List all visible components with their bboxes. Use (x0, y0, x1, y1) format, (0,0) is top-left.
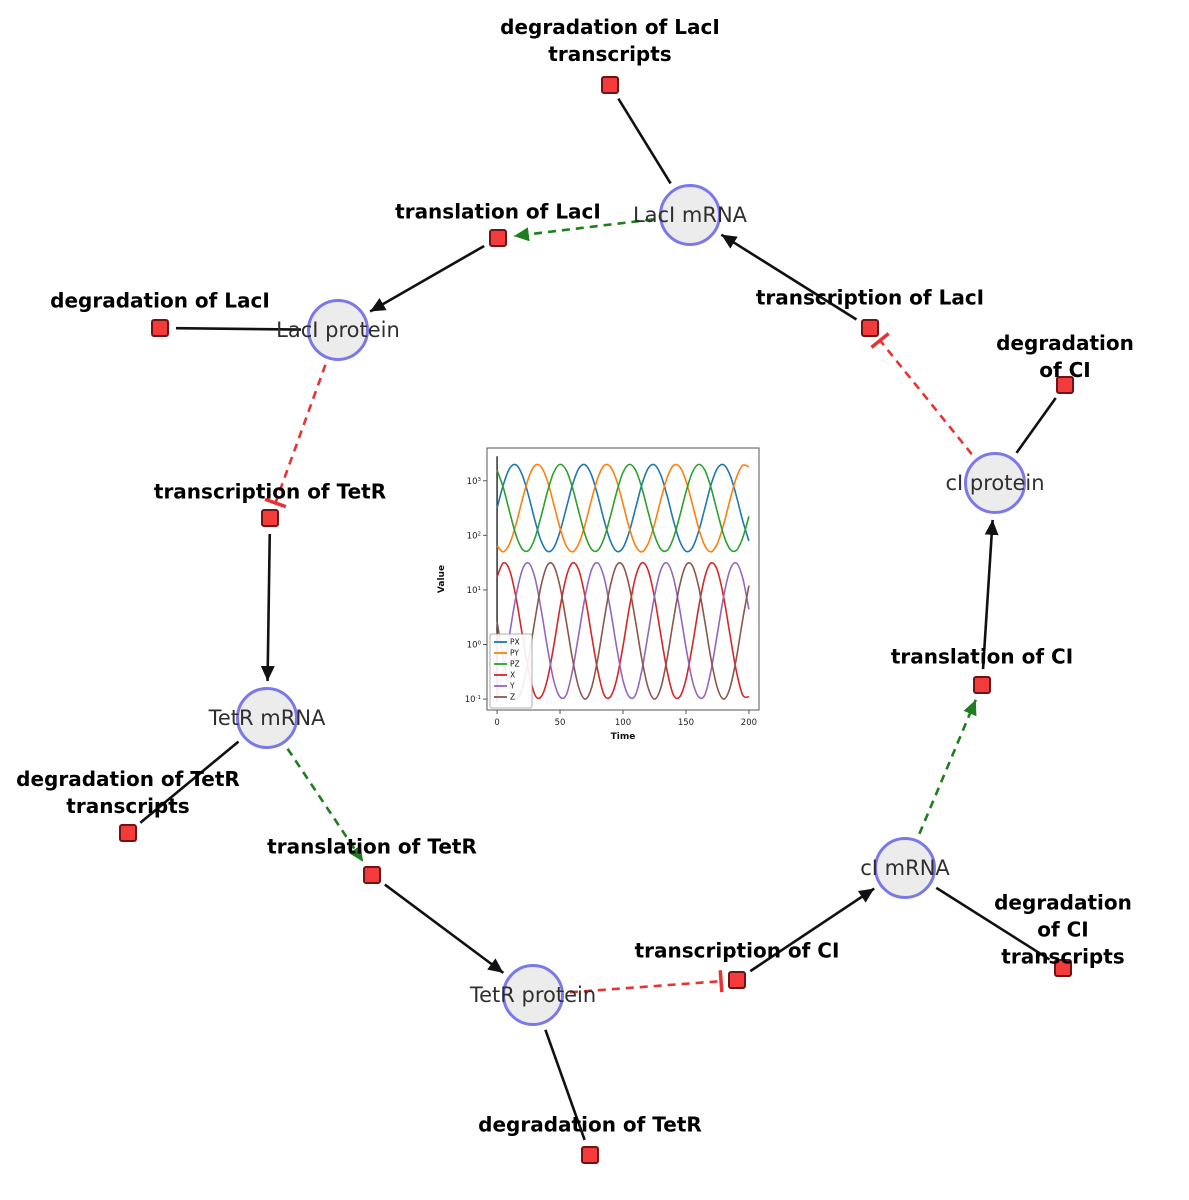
species-node-ci-mrna[interactable] (874, 837, 936, 899)
reaction-node-transcription-of-laci[interactable] (861, 319, 879, 337)
legend-entry-X: X (494, 671, 515, 680)
species-node-ci-protein[interactable] (964, 452, 1026, 514)
edge-transcription-of-tetr--tetr-mrna (260, 533, 275, 682)
x-axis-label: Time (611, 732, 636, 742)
reaction-node-translation-of-ci[interactable] (973, 676, 991, 694)
reaction-label-translation-of-laci: translation of LacI (395, 199, 601, 224)
y-tick-label: 102 (467, 531, 481, 541)
edge-tetr-mrna--degradation-of-tetr-transcripts (139, 740, 240, 824)
reaction-node-translation-of-laci[interactable] (489, 229, 507, 247)
edge-laci-protein--degradation-of-laci (175, 326, 302, 331)
y-tick-label: 10-1 (465, 695, 481, 705)
reaction-node-degradation-of-laci[interactable] (151, 319, 169, 337)
edge-translation-of-laci--laci-protein (369, 244, 485, 313)
y-tick-label: 103 (467, 477, 482, 487)
series-line-PX (496, 463, 750, 553)
reaction-node-transcription-of-tetr[interactable] (261, 509, 279, 527)
species-label-ci-mrna: cI mRNA (860, 856, 950, 880)
reaction-label-degradation-of-tetr-transcripts: degradation of TetR transcripts (16, 767, 240, 818)
inhibition-bar-laci-protein--transcription-of-tetr (264, 497, 287, 509)
edge-tetr-protein--degradation-of-tetr (544, 1029, 586, 1141)
svg-text:PY: PY (510, 649, 519, 658)
legend-entry-Z: Z (494, 693, 515, 702)
edge-transcription-of-ci--ci-mrna (749, 887, 875, 973)
edge-translation-of-tetr--tetr-protein (384, 883, 505, 974)
edge-transcription-of-laci--laci-mrna (720, 233, 858, 321)
series-line-PY (496, 463, 750, 553)
reaction-node-degradation-of-ci-transcripts[interactable] (1054, 959, 1072, 977)
edge-tetr-protein--transcription-of-ci (569, 979, 722, 994)
legend-entry-PX: PX (494, 638, 520, 647)
species-label-laci-mrna: LacI mRNA (632, 203, 748, 227)
y-axis-label: Value (437, 565, 447, 593)
x-tick-label: 150 (678, 718, 694, 728)
reaction-node-translation-of-tetr[interactable] (363, 866, 381, 884)
svg-text:X: X (510, 671, 515, 680)
svg-text:PZ: PZ (510, 660, 520, 669)
species-node-tetr-protein[interactable] (502, 964, 564, 1026)
x-tick-label: 200 (741, 718, 757, 728)
edge-laci-protein--transcription-of-tetr (274, 364, 327, 504)
inhibition-bar-tetr-protein--transcription-of-ci (718, 970, 724, 993)
species-label-laci-protein: LacI protein (276, 318, 400, 342)
svg-text:PX: PX (510, 638, 520, 647)
species-node-tetr-mrna[interactable] (236, 687, 298, 749)
species-label-ci-protein: cI protein (945, 471, 1045, 495)
reaction-label-degradation-of-ci-transcripts: degradation of CI transcripts (994, 890, 1132, 969)
reaction-label-transcription-of-laci: transcription of LacI (755, 285, 985, 310)
svg-text:Z: Z (510, 693, 515, 702)
reaction-label-degradation-of-laci-transcripts: degradation of LacI transcripts (500, 15, 720, 66)
svg-text:Y: Y (509, 682, 515, 691)
reaction-label-translation-of-tetr: translation of TetR (267, 834, 477, 859)
species-label-tetr-protein: TetR protein (469, 983, 597, 1007)
edge-ci-mrna--translation-of-ci (918, 699, 977, 835)
y-tick-label: 101 (467, 586, 481, 596)
legend-entry-PZ: PZ (494, 660, 520, 669)
x-tick-label: 100 (615, 718, 631, 728)
reaction-label-degradation-of-ci: degradation of CI (996, 331, 1134, 382)
edge-ci-protein--transcription-of-laci (879, 339, 973, 456)
series-line-Y (496, 561, 750, 700)
legend-entry-Y: Y (494, 682, 515, 691)
reaction-label-transcription-of-ci: transcription of CI (634, 938, 840, 963)
species-node-laci-mrna[interactable] (659, 184, 721, 246)
chart-legend: PX PY PZ XYZ (489, 633, 533, 709)
y-tick-label: 100 (467, 641, 482, 651)
x-tick-label: 0 (494, 718, 499, 728)
legend-entry-PY: PY (494, 649, 519, 658)
edge-tetr-mrna--translation-of-tetr (286, 748, 365, 863)
x-tick-label: 50 (555, 718, 566, 728)
reaction-node-transcription-of-ci[interactable] (728, 971, 746, 989)
reaction-node-degradation-of-ci[interactable] (1056, 376, 1074, 394)
reaction-label-degradation-of-laci: degradation of LacI (50, 288, 270, 313)
reaction-label-degradation-of-tetr: degradation of TetR (478, 1112, 702, 1137)
edge-ci-mrna--degradation-of-ci-transcripts (935, 886, 1051, 961)
series-line-X (496, 561, 750, 700)
inhibition-bar-ci-protein--transcription-of-laci (870, 332, 890, 349)
series-line-Z (496, 561, 750, 700)
reaction-node-degradation-of-laci-transcripts[interactable] (601, 76, 619, 94)
edge-laci-mrna--translation-of-laci (513, 218, 654, 242)
reaction-label-translation-of-ci: translation of CI (890, 644, 1074, 669)
edge-laci-mrna--degradation-of-laci-transcripts (617, 97, 672, 185)
edge-translation-of-ci--ci-protein (981, 519, 999, 670)
reaction-label-transcription-of-tetr: transcription of TetR (153, 479, 387, 504)
species-label-tetr-mrna: TetR mRNA (208, 706, 326, 730)
reaction-node-degradation-of-tetr[interactable] (581, 1146, 599, 1164)
species-node-laci-protein[interactable] (307, 299, 369, 361)
reaction-node-degradation-of-tetr-transcripts[interactable] (119, 824, 137, 842)
edge-ci-protein--degradation-of-ci (1015, 397, 1057, 454)
series-line-PZ (496, 463, 750, 553)
